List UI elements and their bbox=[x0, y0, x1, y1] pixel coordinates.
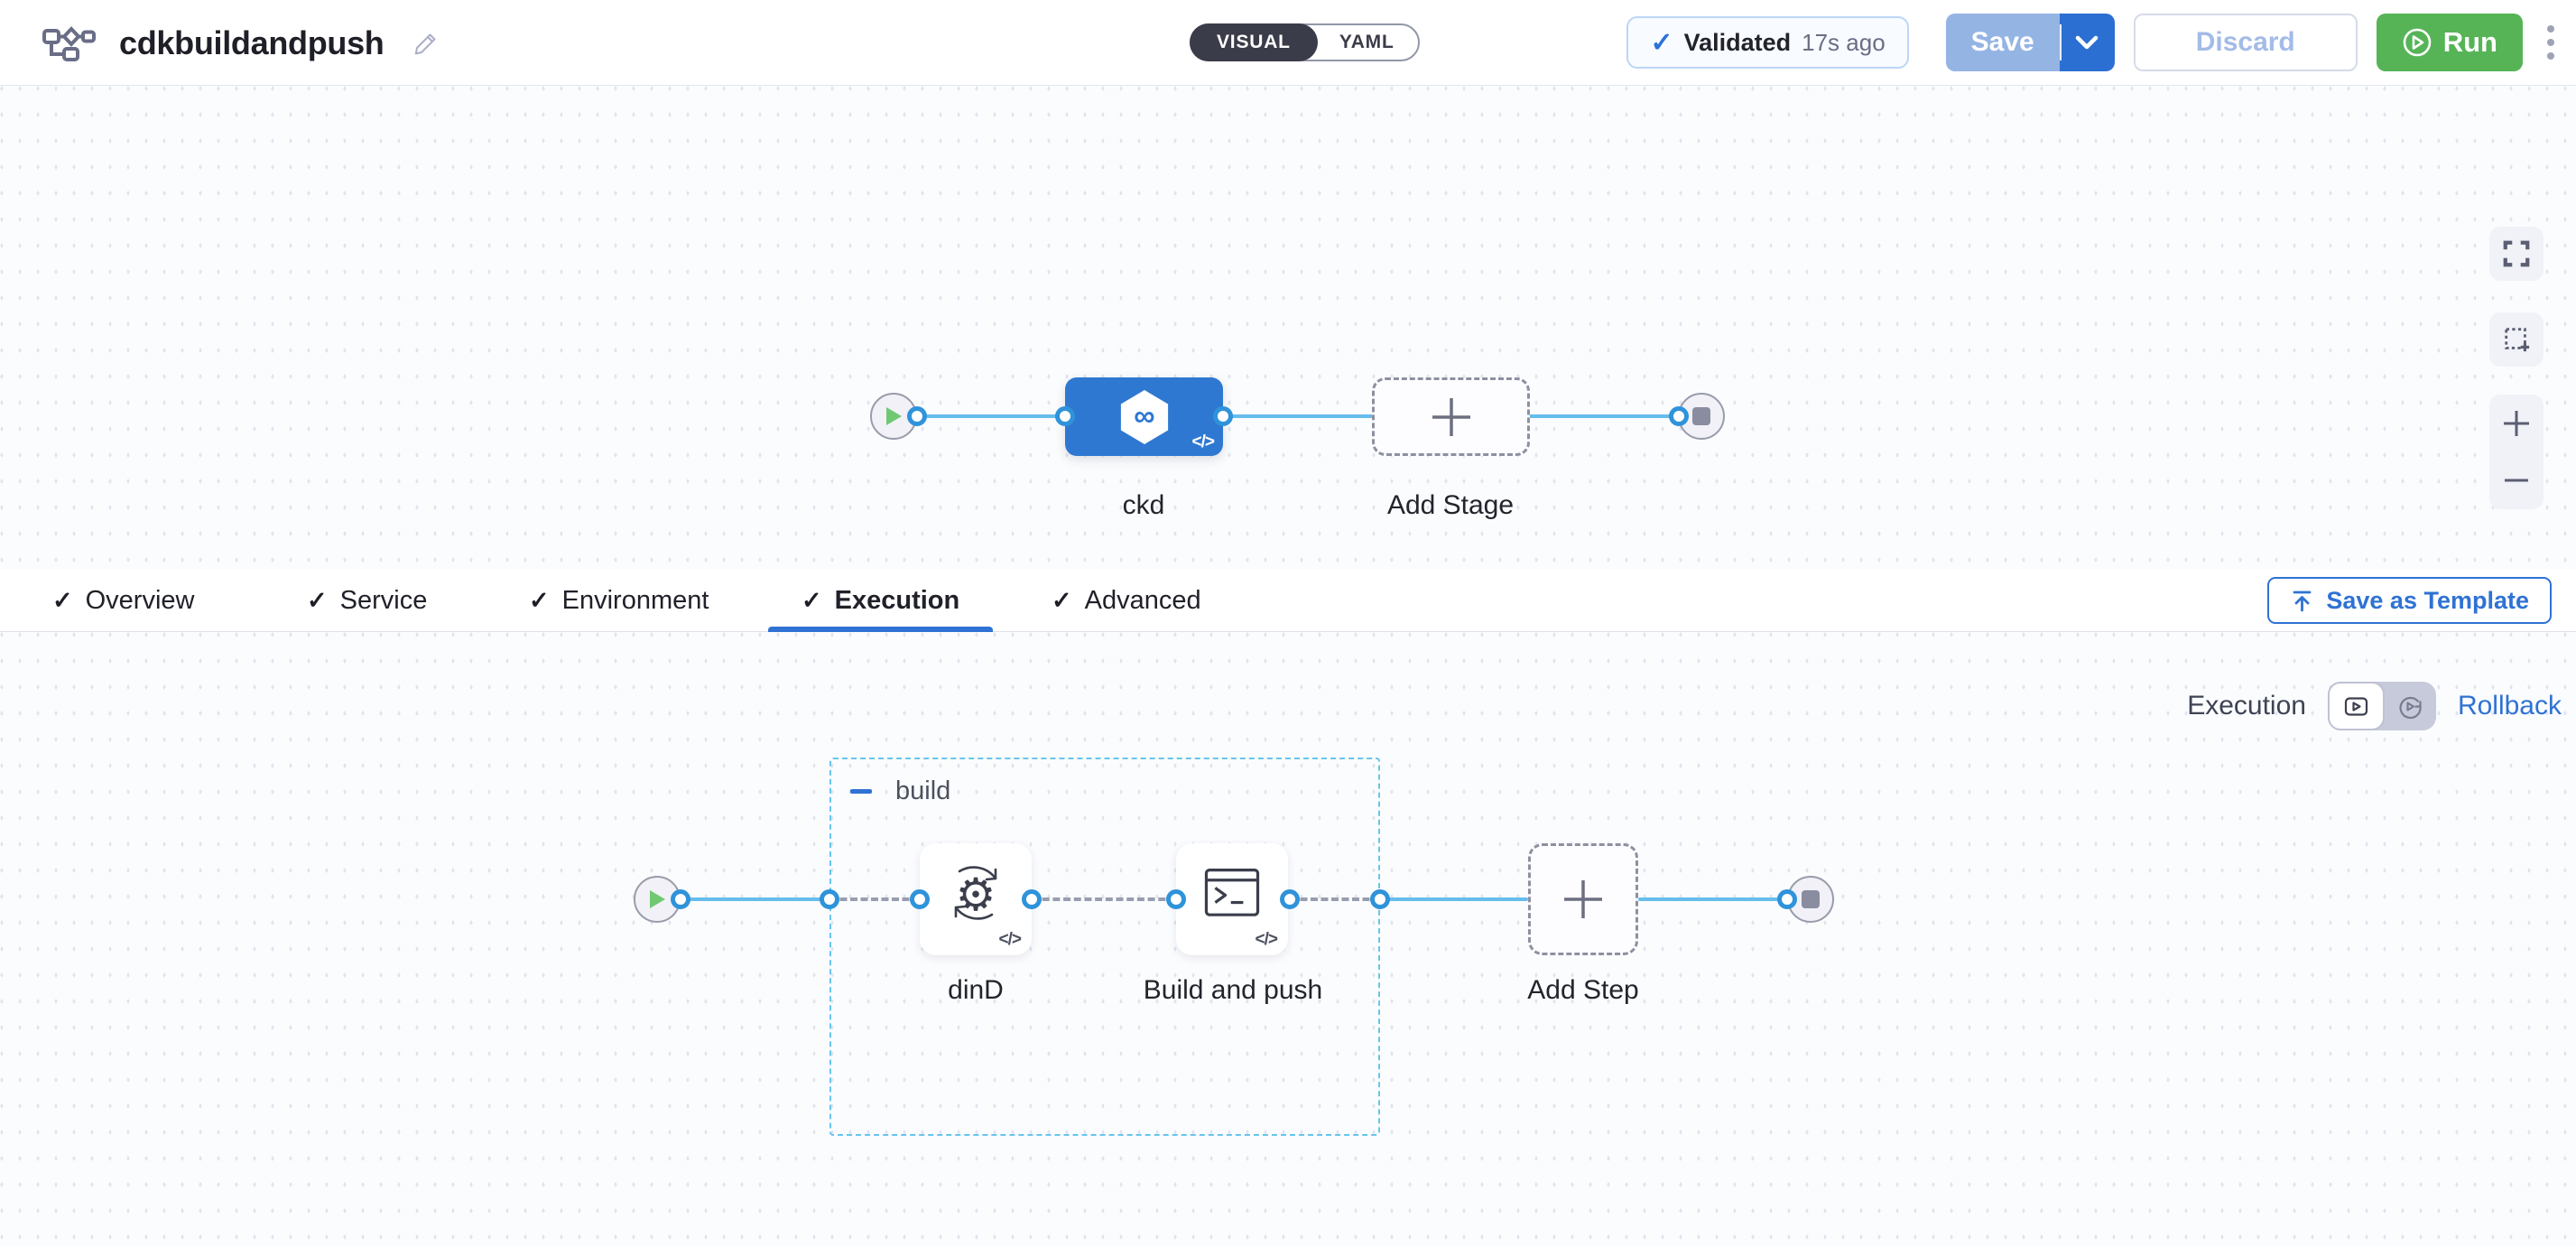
check-icon: ✓ bbox=[1650, 27, 1673, 58]
play-icon bbox=[650, 890, 665, 908]
stage-node-ckd[interactable]: ∞ </> bbox=[1065, 377, 1223, 456]
connection-point[interactable] bbox=[671, 889, 690, 909]
connection-point[interactable] bbox=[1166, 889, 1186, 909]
connection-point[interactable] bbox=[910, 889, 930, 909]
connection-point[interactable] bbox=[1370, 889, 1390, 909]
save-as-template-button[interactable]: Save as Template bbox=[2267, 577, 2552, 624]
check-icon: ✓ bbox=[52, 586, 73, 614]
collapse-group-button[interactable] bbox=[850, 789, 872, 794]
step-card-dind[interactable]: ⚙ </> bbox=[920, 843, 1032, 955]
step-name-label: dinD bbox=[948, 975, 1004, 1005]
fullscreen-button[interactable] bbox=[2489, 227, 2544, 281]
execution-canvas[interactable]: Execution Rollback build bbox=[0, 632, 2576, 1246]
check-icon: ✓ bbox=[1052, 586, 1072, 614]
connection-point[interactable] bbox=[1213, 406, 1233, 426]
play-icon bbox=[886, 407, 902, 425]
stage-canvas[interactable]: ∞ </> ckd Add Stage bbox=[0, 86, 2576, 569]
run-button[interactable]: Run bbox=[2376, 14, 2523, 71]
add-stage-button[interactable] bbox=[1372, 377, 1530, 456]
code-badge: </> bbox=[1191, 432, 1216, 451]
connection-point[interactable] bbox=[1777, 889, 1797, 909]
validation-label: Validated bbox=[1683, 28, 1792, 56]
execution-rollback-toggle[interactable] bbox=[2327, 682, 2436, 730]
step-connector-dashed bbox=[829, 897, 920, 901]
execution-view-icon bbox=[2344, 696, 2368, 716]
rollback-link[interactable]: Rollback bbox=[2457, 691, 2562, 721]
execution-rollback-switch-row: Execution Rollback bbox=[2187, 682, 2562, 730]
step-connector-line bbox=[1638, 897, 1787, 901]
connection-point[interactable] bbox=[1055, 406, 1075, 426]
save-as-template-label: Save as Template bbox=[2326, 586, 2529, 614]
code-badge: </> bbox=[998, 930, 1023, 949]
rollback-view-button[interactable] bbox=[2385, 682, 2436, 730]
pipeline-icon bbox=[42, 25, 96, 61]
discard-button[interactable]: Discard bbox=[2133, 14, 2358, 71]
pipeline-end-node bbox=[1678, 393, 1725, 440]
code-badge: </> bbox=[1255, 930, 1279, 949]
step-connector-line bbox=[681, 897, 829, 901]
marquee-select-icon bbox=[2505, 328, 2530, 352]
add-step-button[interactable] bbox=[1528, 843, 1638, 955]
tab-overview[interactable]: ✓ Overview bbox=[52, 569, 194, 632]
zoom-out-button[interactable] bbox=[2489, 452, 2544, 510]
run-label: Run bbox=[2442, 26, 2497, 58]
execution-view-thumb[interactable] bbox=[2327, 682, 2385, 730]
stop-icon bbox=[1692, 407, 1710, 425]
step-card-build-and-push[interactable]: </> bbox=[1176, 843, 1288, 955]
save-options-button[interactable] bbox=[2059, 14, 2115, 71]
connection-point[interactable] bbox=[820, 889, 839, 909]
minus-icon bbox=[2505, 479, 2528, 482]
tab-advanced[interactable]: ✓ Advanced bbox=[1052, 569, 1201, 632]
add-stage-label: Add Stage bbox=[1386, 490, 1515, 520]
yaml-mode-button[interactable]: YAML bbox=[1316, 25, 1418, 60]
chevron-down-icon bbox=[2075, 35, 2099, 50]
edit-pencil-icon[interactable] bbox=[412, 29, 440, 58]
tab-service[interactable]: ✓ Service bbox=[307, 569, 427, 632]
save-button[interactable]: Save bbox=[1945, 14, 2060, 71]
tab-environment[interactable]: ✓ Environment bbox=[529, 569, 709, 632]
ci-stage-hexagon-icon: ∞ bbox=[1120, 389, 1168, 444]
upload-icon bbox=[2293, 590, 2312, 611]
step-name-label: Build and push bbox=[1143, 975, 1323, 1005]
plus-icon bbox=[2504, 410, 2529, 436]
connection-point[interactable] bbox=[1669, 406, 1689, 426]
svg-text:∞: ∞ bbox=[1134, 398, 1154, 432]
marquee-select-button[interactable] bbox=[2489, 312, 2544, 367]
terminal-icon bbox=[1204, 868, 1260, 916]
execution-view-label: Execution bbox=[2187, 691, 2306, 721]
more-options-kebab-icon[interactable] bbox=[2542, 20, 2560, 65]
zoom-controls bbox=[2489, 395, 2544, 509]
stage-connector-line bbox=[917, 414, 1681, 418]
group-name-label: build bbox=[895, 776, 951, 805]
tab-execution[interactable]: ✓ Execution bbox=[767, 569, 994, 632]
check-icon: ✓ bbox=[529, 586, 550, 614]
play-circle-icon bbox=[2403, 28, 2432, 57]
visual-mode-button[interactable]: VISUAL bbox=[1190, 23, 1318, 61]
check-icon: ✓ bbox=[307, 586, 328, 614]
plus-icon bbox=[1564, 880, 1602, 918]
fullscreen-icon bbox=[2503, 240, 2530, 267]
pipeline-header: cdkbuildandpush VISUAL YAML ✓ Validated … bbox=[0, 0, 2576, 86]
step-group-build[interactable]: build bbox=[829, 758, 1380, 1136]
validation-status-badge: ✓ Validated 17s ago bbox=[1626, 16, 1909, 69]
stage-name-label: ckd bbox=[1122, 490, 1165, 520]
validation-time: 17s ago bbox=[1802, 28, 1886, 56]
zoom-in-button[interactable] bbox=[2489, 395, 2544, 452]
stop-icon bbox=[1802, 890, 1820, 908]
visual-yaml-toggle: VISUAL YAML bbox=[1190, 23, 1420, 61]
connection-point[interactable] bbox=[1022, 889, 1042, 909]
step-connector-dashed bbox=[1290, 897, 1380, 901]
connection-point[interactable] bbox=[907, 406, 927, 426]
page-title: cdkbuildandpush bbox=[119, 23, 385, 61]
step-connector-dashed bbox=[1032, 897, 1176, 901]
rollback-view-icon bbox=[2399, 696, 2422, 719]
check-icon: ✓ bbox=[802, 586, 822, 614]
plus-icon bbox=[1432, 397, 1470, 436]
connection-point[interactable] bbox=[1280, 889, 1300, 909]
sync-arrows-icon bbox=[954, 865, 997, 920]
stage-config-tabbar: ✓ Overview ✓ Service ✓ Environment ✓ Exe… bbox=[0, 569, 2576, 632]
add-step-label: Add Step bbox=[1527, 975, 1639, 1005]
step-connector-line bbox=[1380, 897, 1528, 901]
save-split-button: Save bbox=[1945, 14, 2115, 71]
